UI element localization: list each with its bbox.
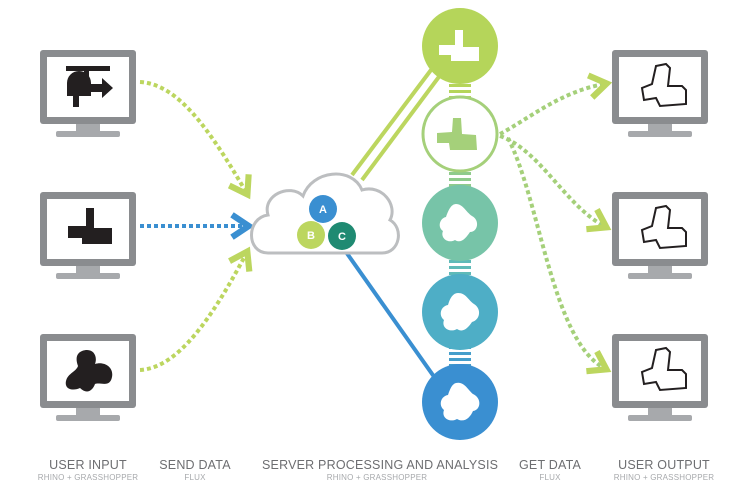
get-data-label: GET DATA FLUX — [510, 458, 590, 482]
output-monitor-2 — [612, 192, 708, 279]
chain-node-3 — [422, 185, 498, 261]
blob-shape-icon — [440, 382, 480, 421]
node-c — [328, 222, 356, 250]
arrow-block-icon — [66, 66, 113, 107]
input-monitor-1 — [40, 50, 136, 137]
get-data-sub: FLUX — [539, 473, 561, 482]
connector-blue — [344, 250, 444, 390]
send-arrow-3 — [139, 246, 253, 372]
step-shape-icon — [439, 30, 479, 61]
chain-node-2 — [421, 95, 499, 173]
outline-shape-icon — [640, 62, 687, 108]
send-data-sub: FLUX — [184, 473, 206, 482]
chain-node-5 — [422, 364, 498, 440]
send-data-title: SEND DATA — [159, 458, 231, 472]
outline-shape-icon — [640, 204, 687, 250]
node-a-label: A — [319, 204, 327, 216]
blob-shape-icon — [65, 350, 113, 392]
user-input-label: USER INPUT RHINO + GRASSHOPPER — [28, 458, 148, 482]
server-sub: RHINO + GRASSHOPPER — [326, 473, 428, 482]
send-arrow-1 — [139, 80, 252, 200]
node-c-label: C — [338, 231, 346, 243]
get-arrow-3 — [506, 137, 612, 375]
user-output-title: USER OUTPUT — [618, 458, 710, 472]
node-a — [309, 195, 337, 223]
connector-lime-1 — [350, 56, 442, 177]
user-input-title: USER INPUT — [49, 458, 127, 472]
node-b-label: B — [307, 230, 315, 242]
outline-shape-icon — [640, 346, 687, 392]
get-data-title: GET DATA — [518, 458, 582, 472]
cloud-server: A B C — [250, 172, 400, 255]
send-data-label: SEND DATA FLUX — [152, 458, 238, 482]
user-input-sub: RHINO + GRASSHOPPER — [37, 473, 139, 482]
blob-shape-icon — [439, 204, 478, 242]
step-shape-icon — [437, 118, 477, 150]
chain-node-1 — [422, 8, 498, 84]
input-monitor-3 — [40, 334, 136, 421]
server-label: SERVER PROCESSING AND ANALYSIS RHINO + G… — [262, 458, 499, 482]
chain-node-4 — [422, 274, 498, 350]
get-arrow-2 — [499, 134, 612, 233]
blob-shape-icon — [440, 293, 480, 331]
input-monitor-2 — [40, 192, 136, 279]
output-monitor-3 — [612, 334, 708, 421]
node-b — [297, 221, 325, 249]
processing-chain — [421, 8, 499, 440]
step-block-icon — [68, 208, 112, 244]
output-monitor-1 — [612, 50, 708, 137]
connector-lime-2 — [360, 64, 449, 182]
get-arrow-1 — [499, 72, 613, 136]
server-title: SERVER PROCESSING AND ANALYSIS — [262, 458, 499, 472]
user-output-label: USER OUTPUT RHINO + GRASSHOPPER — [604, 458, 724, 482]
user-output-sub: RHINO + GRASSHOPPER — [613, 473, 715, 482]
